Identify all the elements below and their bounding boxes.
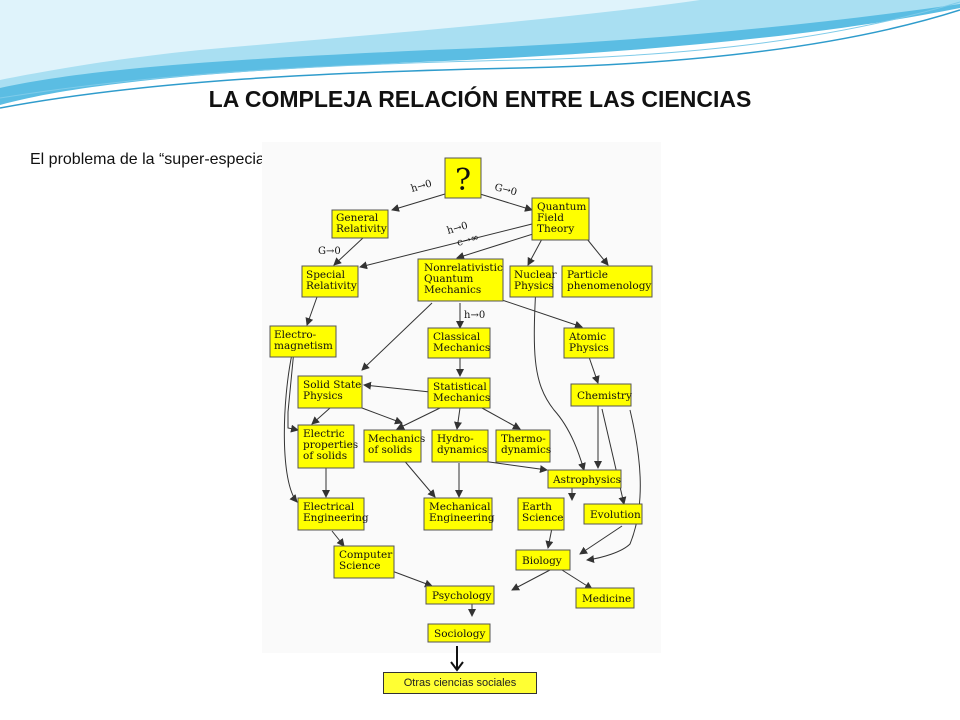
svg-text:Electro-magnetism: Electro-magnetism <box>274 329 333 352</box>
label-h-zero-middle: h→0 <box>446 220 469 236</box>
node-psychology: Psychology <box>425 585 495 605</box>
label-h-zero-left: h→0 <box>410 178 433 194</box>
other-social-sciences-box: Otras ciencias sociales <box>383 672 537 694</box>
node-hydrodynamics: Hydro-dynamics <box>431 429 489 463</box>
root-node: ? <box>444 157 482 199</box>
node-chemistry: Chemistry <box>570 383 632 407</box>
svg-text:Hydro-dynamics: Hydro-dynamics <box>437 433 487 456</box>
svg-text:Psychology: Psychology <box>432 590 491 602</box>
svg-text:Chemistry: Chemistry <box>577 390 632 402</box>
label-h-zero-down: h→0 <box>464 310 485 321</box>
svg-text:Medicine: Medicine <box>582 593 631 605</box>
node-electromagnetism: Electro-magnetism <box>269 325 337 358</box>
svg-text:Sociology: Sociology <box>434 628 485 640</box>
label-g-zero-left: G→0 <box>318 246 341 257</box>
label-g-zero-right: G→0 <box>493 182 518 198</box>
node-thermodynamics: Thermo-dynamics <box>495 429 551 463</box>
node-astrophysics: Astrophysics <box>547 469 622 489</box>
arrow-down-icon <box>450 646 464 672</box>
slide-subtitle: El problema de la “super-especialización… <box>30 151 324 168</box>
svg-text:Thermo-dynamics: Thermo-dynamics <box>501 433 551 456</box>
header-swoosh-decoration <box>0 0 960 109</box>
node-biology: Biology <box>515 549 571 571</box>
node-sociology: Sociology <box>427 623 491 643</box>
svg-text:Astrophysics: Astrophysics <box>552 474 621 486</box>
svg-text:Biology: Biology <box>522 555 562 567</box>
svg-text:?: ? <box>455 163 471 198</box>
label-c-infinity: c→∞ <box>456 232 480 249</box>
node-medicine: Medicine <box>575 587 635 609</box>
node-evolution: Evolution <box>583 503 643 525</box>
slide-title: LA COMPLEJA RELACIÓN ENTRE LAS CIENCIAS <box>208 86 752 112</box>
diagram-edges <box>283 193 641 617</box>
svg-text:Evolution: Evolution <box>590 509 641 521</box>
